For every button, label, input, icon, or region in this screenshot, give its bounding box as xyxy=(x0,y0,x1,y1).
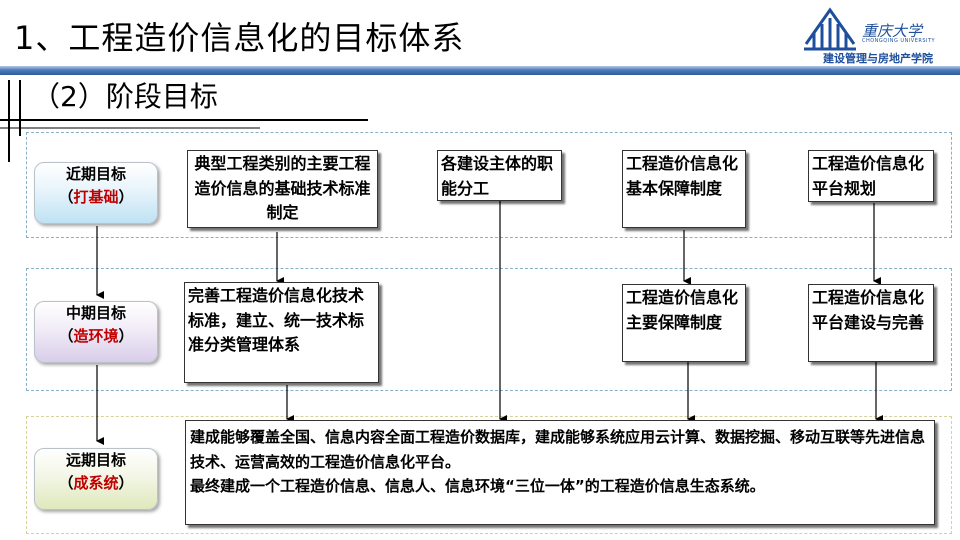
long-term-goal-line2: 最终建成一个工程造价信息、信息人、信息环境“三位一体”的工程造价信息生态系统。 xyxy=(190,477,765,495)
long-term-goal-line1: 建成能够覆盖全国、信息内容全面工程造价数据库，建成能够系统应用云计算、数据挖掘、… xyxy=(190,428,926,471)
long-term-band xyxy=(26,416,952,534)
mid-term-band xyxy=(26,268,952,391)
near-term-item-roles: 各建设主体的职能分工 xyxy=(437,150,562,201)
decorative-lines xyxy=(0,80,368,162)
stage-near-term: 近期目标 （打基础） xyxy=(34,162,158,224)
near-term-band xyxy=(26,132,952,238)
title-divider-bar xyxy=(0,66,960,75)
near-term-item-guarantee: 工程造价信息化基本保障制度 xyxy=(622,150,746,228)
logo-department: 建设管理与房地产学院 xyxy=(823,52,933,65)
stage-long-term: 远期目标 （成系统） xyxy=(34,448,158,510)
page-title: 1、工程造价信息化的目标体系 xyxy=(14,19,465,57)
near-term-item-standards: 典型工程类别的主要工程造价信息的基础技术标准制定 xyxy=(187,150,378,228)
stage-mid-term-label: 中期目标 xyxy=(65,304,126,322)
stage-long-term-label: 远期目标 xyxy=(65,451,126,469)
near-term-item-platform: 工程造价信息化平台规划 xyxy=(808,150,934,202)
stage-mid-term-focus: 造环境 xyxy=(73,327,119,345)
logo-name: 重庆大学 xyxy=(862,22,923,40)
logo-english-name: CHONGQING UNIVERSITY xyxy=(862,38,936,44)
building-icon xyxy=(804,7,856,51)
mid-term-item-platform: 工程造价信息化平台建设与完善 xyxy=(808,284,934,362)
stage-near-term-focus: 打基础 xyxy=(73,188,119,206)
mid-term-item-standards: 完善工程造价信息化技术标准，建立、统一技术标准分类管理体系 xyxy=(184,282,379,383)
long-term-goal-box: 建成能够覆盖全国、信息内容全面工程造价数据库，建成能够系统应用云计算、数据挖掘、… xyxy=(185,420,935,525)
section-subtitle: （2）阶段目标 xyxy=(32,80,218,113)
stage-near-term-label: 近期目标 xyxy=(65,165,126,183)
stage-long-term-focus: 成系统 xyxy=(73,474,119,492)
mid-term-item-guarantee: 工程造价信息化主要保障制度 xyxy=(622,284,746,362)
stage-mid-term: 中期目标 （造环境） xyxy=(34,301,158,363)
university-logo xyxy=(804,7,856,51)
